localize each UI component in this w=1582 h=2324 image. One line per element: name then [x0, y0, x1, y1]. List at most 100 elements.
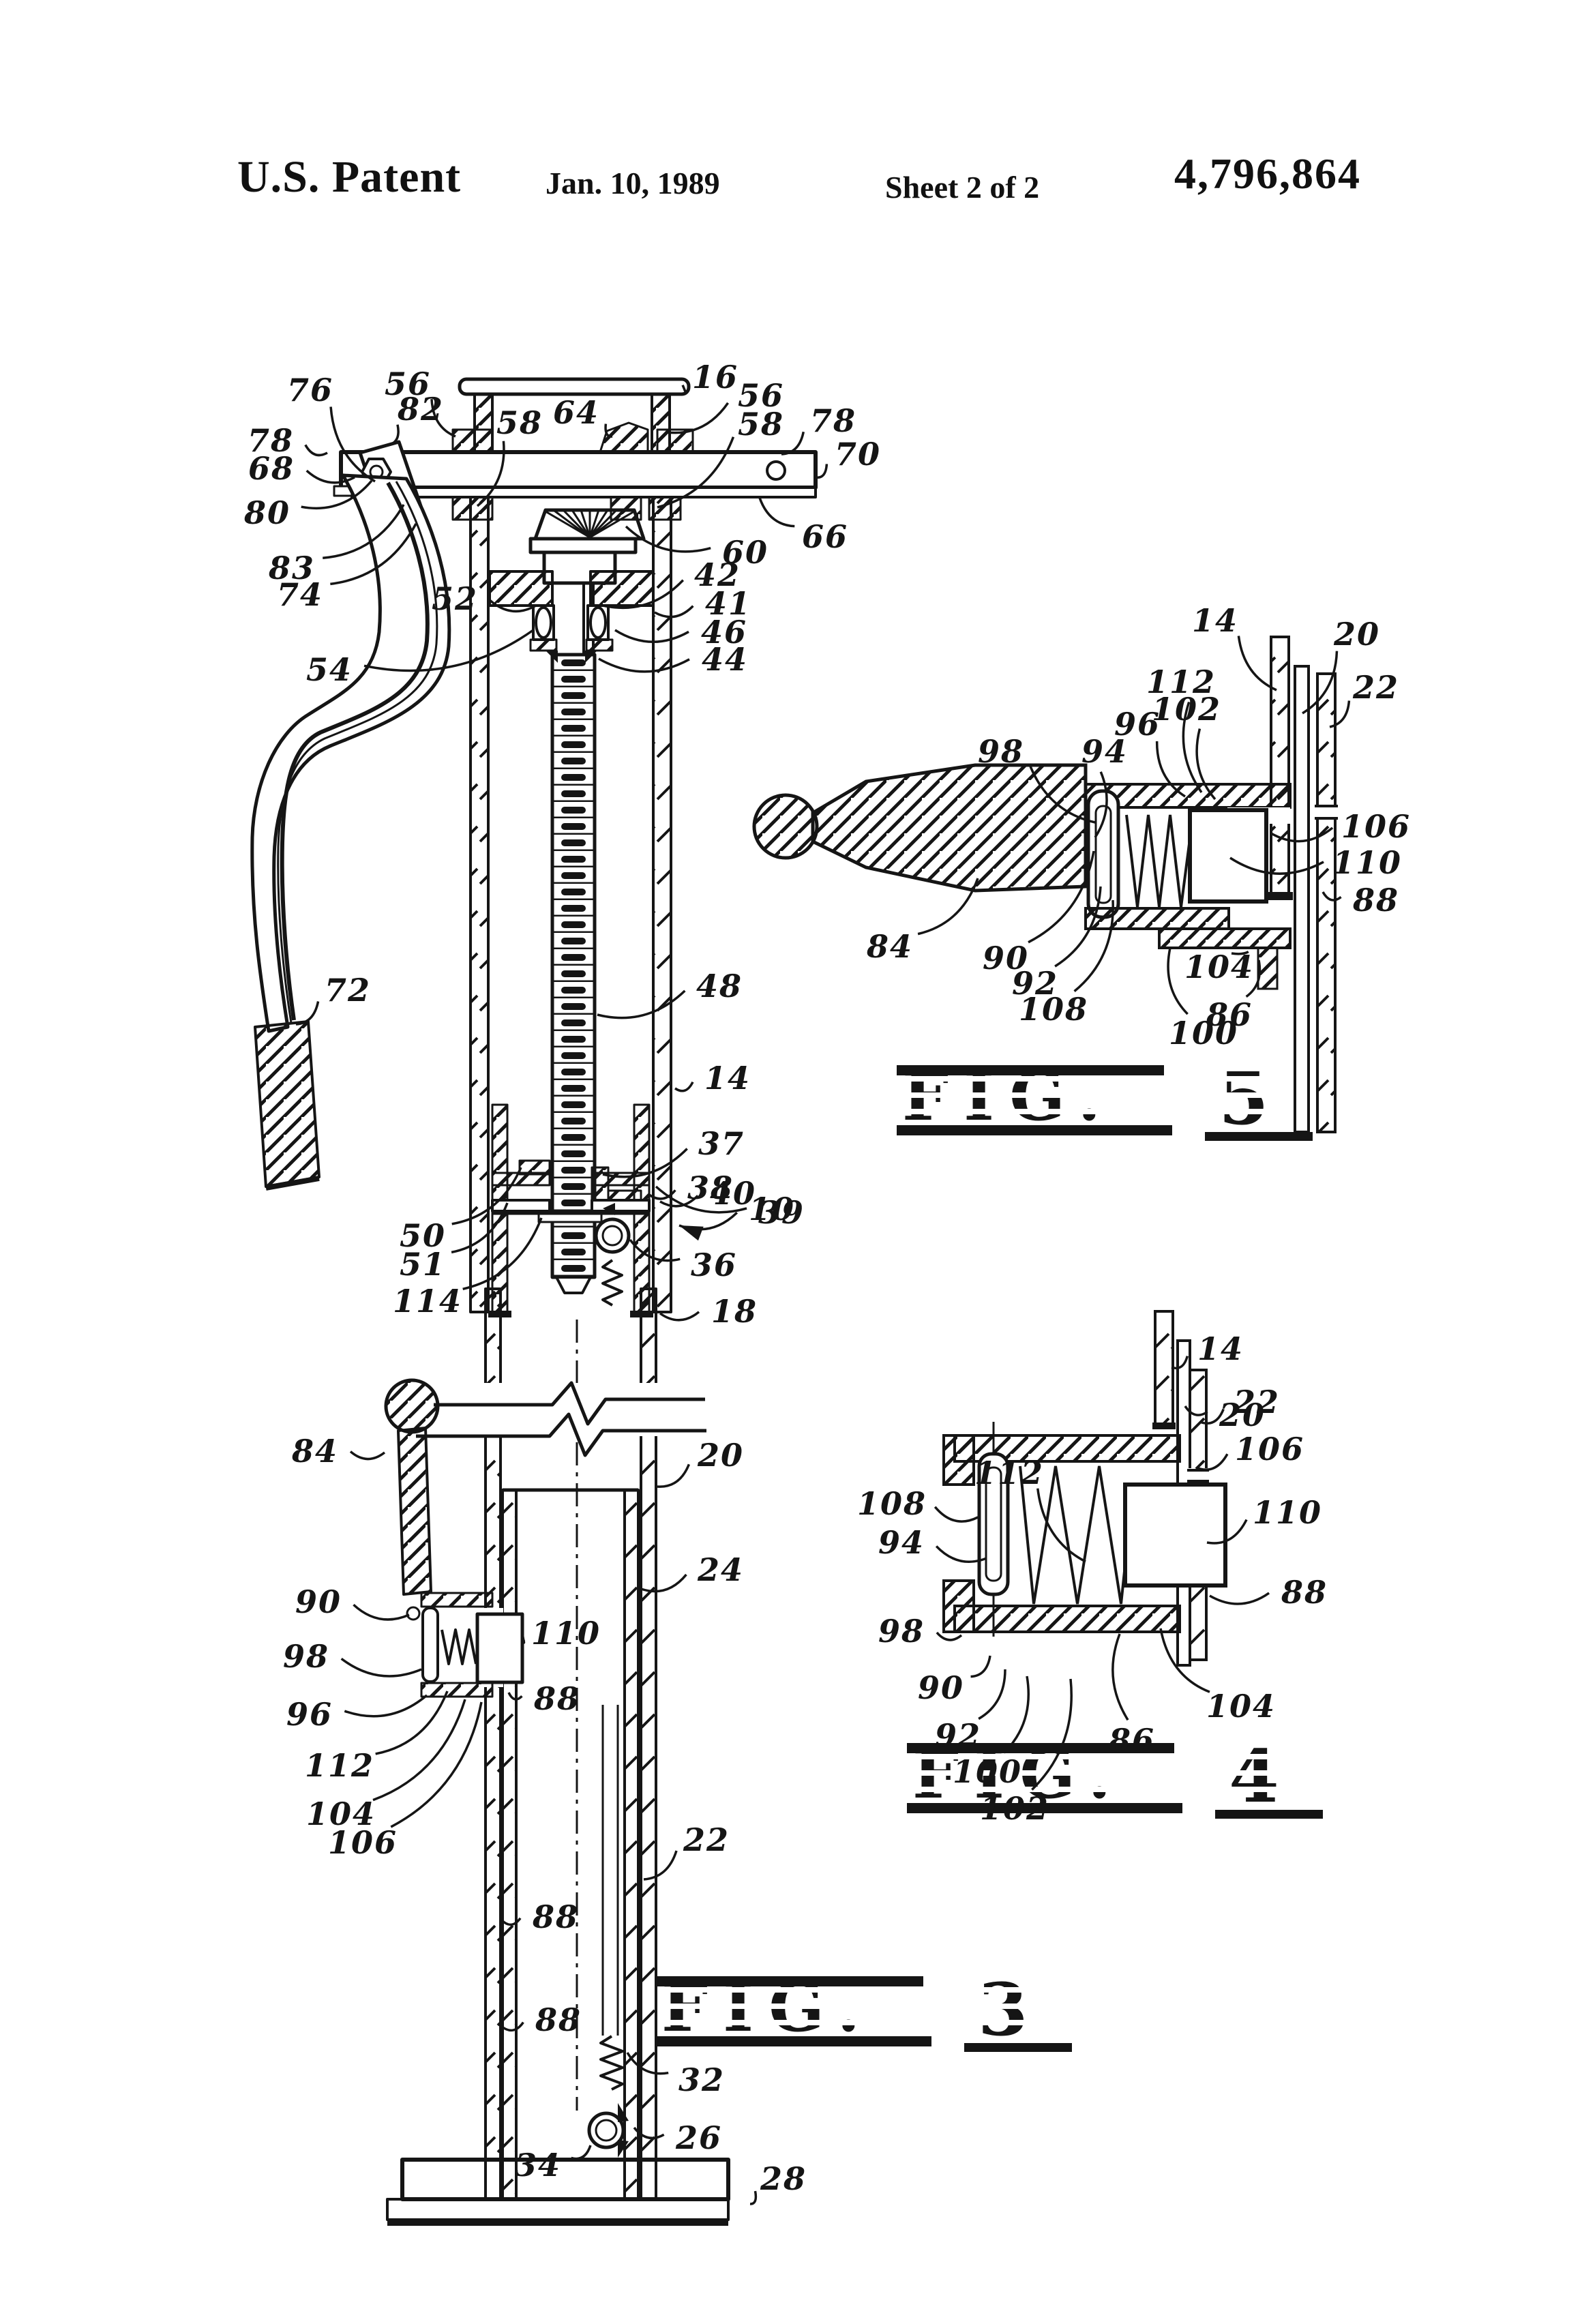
fig4-endcap-bottom: [942, 1579, 975, 1633]
leader-line-114: [462, 1217, 543, 1291]
ref-label-74: 74: [276, 576, 324, 613]
ref-label-84: 84: [866, 928, 914, 965]
ref-label-104: 104: [1206, 1688, 1277, 1725]
nut-housing: [488, 570, 655, 663]
fig4-endcap-top: [942, 1434, 975, 1486]
handle-grip: [254, 1020, 320, 1188]
leader-line-70: [815, 464, 829, 479]
ref-label-14: 14: [1197, 1330, 1244, 1367]
leader-line-110: [522, 1636, 526, 1644]
latch-keeper: [421, 1607, 439, 1683]
ref-label-90: 90: [982, 940, 1030, 977]
ref-label-22: 22: [1352, 669, 1400, 706]
fig3-digit: 3: [978, 1976, 1028, 2052]
ref-label-88: 88: [533, 1680, 581, 1717]
ref-label-40: 40: [709, 1175, 757, 1212]
leader-line-18: [659, 1311, 700, 1322]
leader-line-98: [1028, 763, 1096, 824]
ref-label-64: 64: [552, 394, 600, 431]
fig5-word: FIG.: [902, 1065, 1116, 1135]
ref-label-26: 26: [675, 2119, 723, 2156]
ref-label-24: 24: [697, 1551, 745, 1588]
ref-label-94: 94: [878, 1524, 925, 1561]
leader-line-82: [389, 424, 400, 446]
ref-label-92: 92: [1011, 965, 1059, 1002]
leader-line-90: [970, 1655, 991, 1678]
ref-label-54: 54: [305, 651, 353, 688]
ref-label-60: 60: [721, 534, 769, 571]
leader-line-84: [349, 1450, 386, 1461]
ref-label-34: 34: [514, 2147, 562, 2184]
leader-line-68: [305, 469, 355, 484]
ref-label-106: 106: [1234, 1431, 1305, 1468]
fig3-main-drawing: [250, 377, 818, 2226]
leader-lines: [295, 384, 1351, 2205]
ref-label-56: 56: [737, 377, 785, 414]
leader-line-86: [1245, 959, 1262, 998]
leader-line-14: [1237, 636, 1277, 691]
ref-label-108: 108: [1018, 991, 1089, 1028]
leader-line-37: [602, 1148, 688, 1178]
ref-label-98: 98: [878, 1613, 925, 1650]
ref-label-84: 84: [291, 1433, 339, 1470]
leader-line-50: [451, 1167, 522, 1225]
plate-hole-70: [766, 460, 786, 481]
ref-label-110: 110: [531, 1615, 601, 1652]
leader-line-104: [1159, 1628, 1210, 1693]
ref-label-88: 88: [1352, 882, 1400, 919]
ref-label-20: 20: [1219, 1397, 1266, 1433]
crank-handle: [250, 473, 451, 1191]
top-plate: [333, 450, 818, 498]
leader-line-96: [1155, 741, 1186, 798]
ref-label-108: 108: [856, 1485, 927, 1522]
leader-line-16: [681, 384, 687, 393]
leader-line-64: [604, 423, 613, 438]
leader-line-110: [1229, 856, 1324, 875]
leader-line-58: [657, 436, 735, 509]
leader-line-22: [1329, 700, 1351, 728]
leader-line-94: [935, 1545, 987, 1563]
leader-line-22: [1201, 1408, 1225, 1425]
fig5-plunger-110: [1188, 808, 1268, 904]
ref-label-38: 38: [687, 1170, 734, 1206]
latch-pivot: [406, 1606, 421, 1621]
ref-label-46: 46: [700, 614, 748, 651]
ref-label-78: 78: [809, 402, 857, 439]
ref-label-94: 94: [1081, 733, 1129, 770]
fig4-title: FIG. 4: [907, 1743, 1323, 1819]
ref-label-58: 58: [737, 406, 785, 443]
leader-line-46: [614, 629, 689, 643]
fig5-title: FIG. 5: [897, 1065, 1313, 1141]
leader-line-66: [758, 497, 795, 528]
ref-label-106: 106: [1341, 808, 1412, 845]
ref-label-86: 86: [1206, 996, 1253, 1033]
leader-line-54: [363, 629, 535, 672]
leader-line-76: [329, 406, 376, 483]
leader-line-88: [501, 2021, 524, 2032]
leader-line-108: [1073, 899, 1114, 992]
leader-line-98: [936, 1631, 963, 1641]
leader-line-88: [1209, 1592, 1270, 1605]
bottom-spring-and-pin: [587, 2035, 629, 2158]
ref-label-86: 86: [1108, 1722, 1156, 1759]
latch-handle-shaft: [397, 1427, 432, 1596]
leader-line-74: [330, 523, 417, 586]
leader-line-98: [340, 1657, 422, 1678]
ref-label-51: 51: [399, 1246, 447, 1283]
ref-label-20: 20: [1333, 616, 1381, 653]
ref-label-18: 18: [711, 1293, 758, 1330]
leader-line-112: [1036, 1488, 1086, 1563]
base-plate: [386, 2158, 730, 2226]
ref-label-36: 36: [690, 1247, 738, 1283]
ref-label-102: 102: [979, 1790, 1050, 1827]
ref-label-112: 112: [304, 1747, 375, 1784]
ref-label-82: 82: [397, 391, 445, 428]
plate-block-right-lower-a: [610, 496, 642, 521]
ref-label-100: 100: [1168, 1015, 1239, 1052]
leader-line-42: [602, 579, 685, 610]
leader-line-80: [301, 479, 373, 510]
ref-label-112: 112: [974, 1455, 1045, 1491]
leader-line-94: [1094, 771, 1108, 838]
